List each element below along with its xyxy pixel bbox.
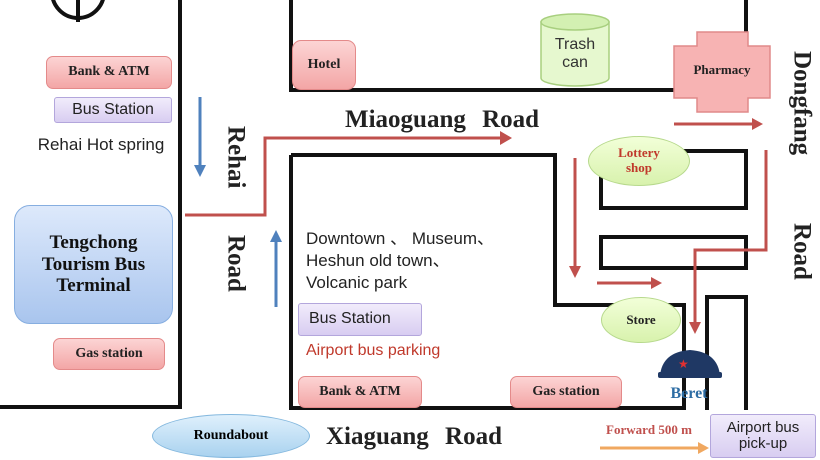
bus-station-center-label: Bus Station xyxy=(298,303,422,336)
pharmacy-label: Pharmacy xyxy=(693,61,751,77)
destinations-line3: Volcanic park xyxy=(306,273,408,293)
route-arrow-main xyxy=(185,136,500,217)
east-building-middle xyxy=(599,235,748,270)
dongfang-road-name-part2: Road xyxy=(788,222,816,280)
destinations-line1: Downtown 、 Museum、 xyxy=(306,229,495,249)
forward-500m-label: Forward 500 m xyxy=(606,421,692,437)
east-building-bottom xyxy=(705,295,748,410)
route-arrow-main-head xyxy=(500,131,512,145)
trash-can-icon xyxy=(540,13,610,87)
miaoguang-road-name: Miaoguang Road xyxy=(345,105,540,133)
destinations-line2: Heshun old town、 xyxy=(306,251,450,271)
west-block-edge xyxy=(0,0,182,409)
dongfang-road-name-part1: Dongfang xyxy=(788,50,816,156)
bank-atm-label: Bank & ATM xyxy=(46,56,172,89)
cross-shape xyxy=(673,31,771,113)
route-arrow-down-right xyxy=(693,150,768,322)
trash-can-label: Trash can xyxy=(554,35,596,71)
svg-text:★: ★ xyxy=(678,357,689,371)
store-label: Store xyxy=(601,297,681,343)
rehai-road-name-part1: Rehai xyxy=(222,125,250,189)
forward-arrow xyxy=(600,442,709,454)
gas-station-bottom-label: Gas station xyxy=(510,376,622,408)
bus-terminal-label: Tengchong Tourism Bus Terminal xyxy=(14,205,173,324)
airport-bus-parking-label: Airport bus parking xyxy=(306,341,441,359)
bus-station-label: Bus Station xyxy=(54,97,172,123)
rehai-road-name-part2: Road xyxy=(222,234,250,292)
xiaguang-road-name: Xiaguang Road xyxy=(326,422,503,450)
hotel-label: Hotel xyxy=(292,40,356,90)
airport-bus-pickup-label: Airport bus pick-up xyxy=(710,414,816,458)
lottery-shop-label: Lottery shop xyxy=(588,136,690,186)
roundabout-label: Roundabout xyxy=(152,414,310,458)
gas-station-label: Gas station xyxy=(53,338,165,370)
bank-atm-bottom-label: Bank & ATM xyxy=(298,376,422,408)
compass-icon xyxy=(51,0,105,22)
route-arrows xyxy=(185,118,768,334)
rehai-hot-spring-label: Rehai Hot spring xyxy=(37,135,165,155)
beret-label: Beret xyxy=(670,384,708,402)
central-block-outline xyxy=(289,153,686,410)
block-outlines xyxy=(0,0,748,410)
beret-icon: ★ xyxy=(658,350,722,378)
direction-arrows xyxy=(194,97,282,307)
